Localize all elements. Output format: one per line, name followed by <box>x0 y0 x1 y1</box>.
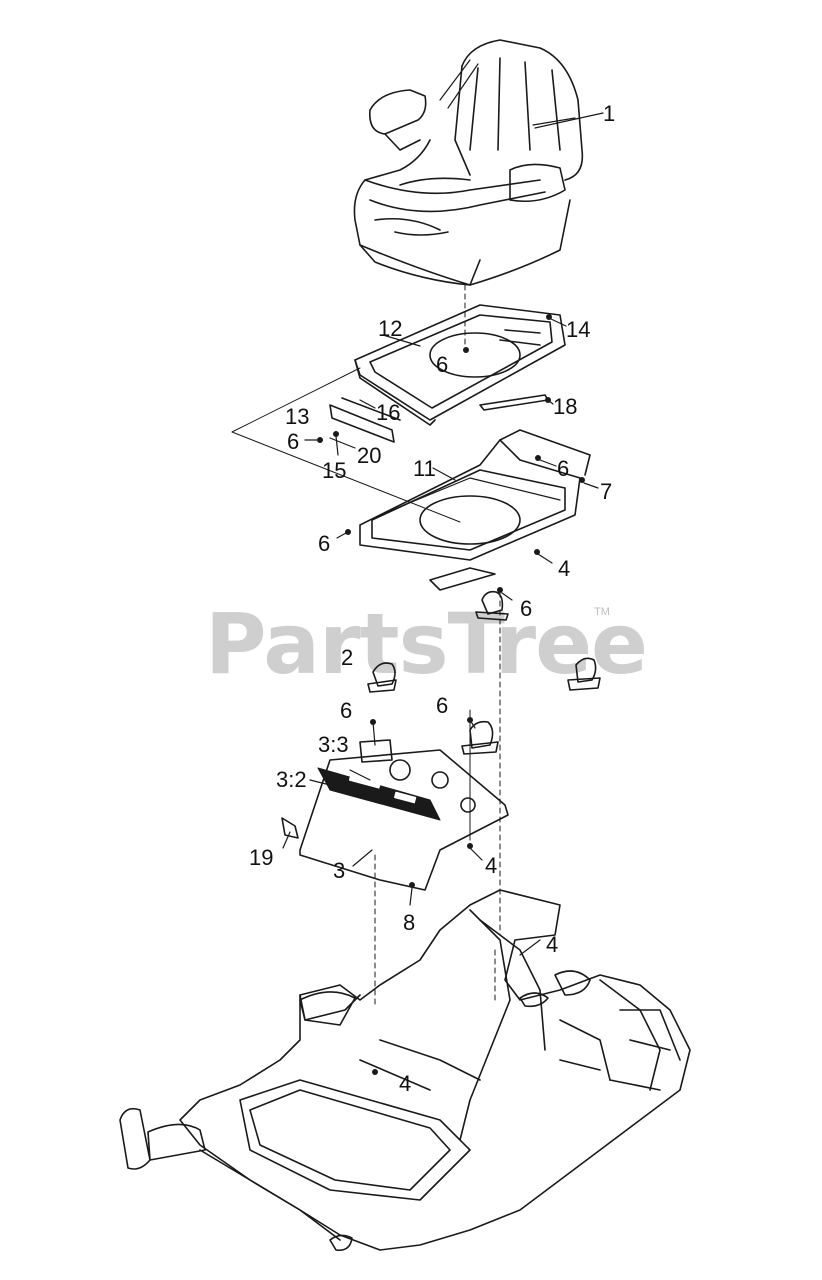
callout-3-2: 3:2 <box>276 767 307 792</box>
callout-2: 2 <box>341 645 354 670</box>
callout-11: 11 <box>413 456 436 481</box>
fender-plate-part <box>281 739 509 891</box>
callout-6-mount-left: 6 <box>318 531 331 556</box>
callout-1: 1 <box>603 101 616 126</box>
leader-lines <box>282 112 604 956</box>
callout-16: 16 <box>376 400 401 425</box>
callout-6-plate: 6 <box>436 352 449 377</box>
callout-12: 12 <box>378 316 403 341</box>
callout-4-fender: 4 <box>485 853 498 878</box>
callout-6-isolator: 6 <box>520 596 533 621</box>
mower-frame-part <box>119 889 691 1252</box>
guide-line <box>231 367 461 523</box>
seat-mount-bracket-part <box>359 429 591 591</box>
callout-18: 18 <box>553 394 578 419</box>
callout-3-3: 3:3 <box>318 732 349 757</box>
seat-part <box>353 39 584 286</box>
callout-13: 13 <box>285 404 310 429</box>
callout-6-bracket: 6 <box>287 429 300 454</box>
callout-7: 7 <box>600 479 613 504</box>
callout-19: 19 <box>249 845 274 870</box>
callout-4-frame-left: 4 <box>399 1071 412 1096</box>
isolator-mounts <box>367 590 601 755</box>
callout-3: 3 <box>333 858 346 883</box>
watermark: PartsTree <box>205 595 648 693</box>
callout-8: 8 <box>403 910 416 935</box>
callout-6-fender-left: 6 <box>340 698 353 723</box>
callout-4-frame-right: 4 <box>546 932 559 957</box>
callout-14: 14 <box>566 317 591 342</box>
callout-20: 20 <box>357 443 382 468</box>
callout-6-mount-right: 6 <box>557 456 570 481</box>
watermark-trademark: TM <box>594 606 610 618</box>
callout-4-mount: 4 <box>558 556 571 581</box>
callout-6-fender-right: 6 <box>436 693 449 718</box>
callout-15: 15 <box>322 458 347 483</box>
